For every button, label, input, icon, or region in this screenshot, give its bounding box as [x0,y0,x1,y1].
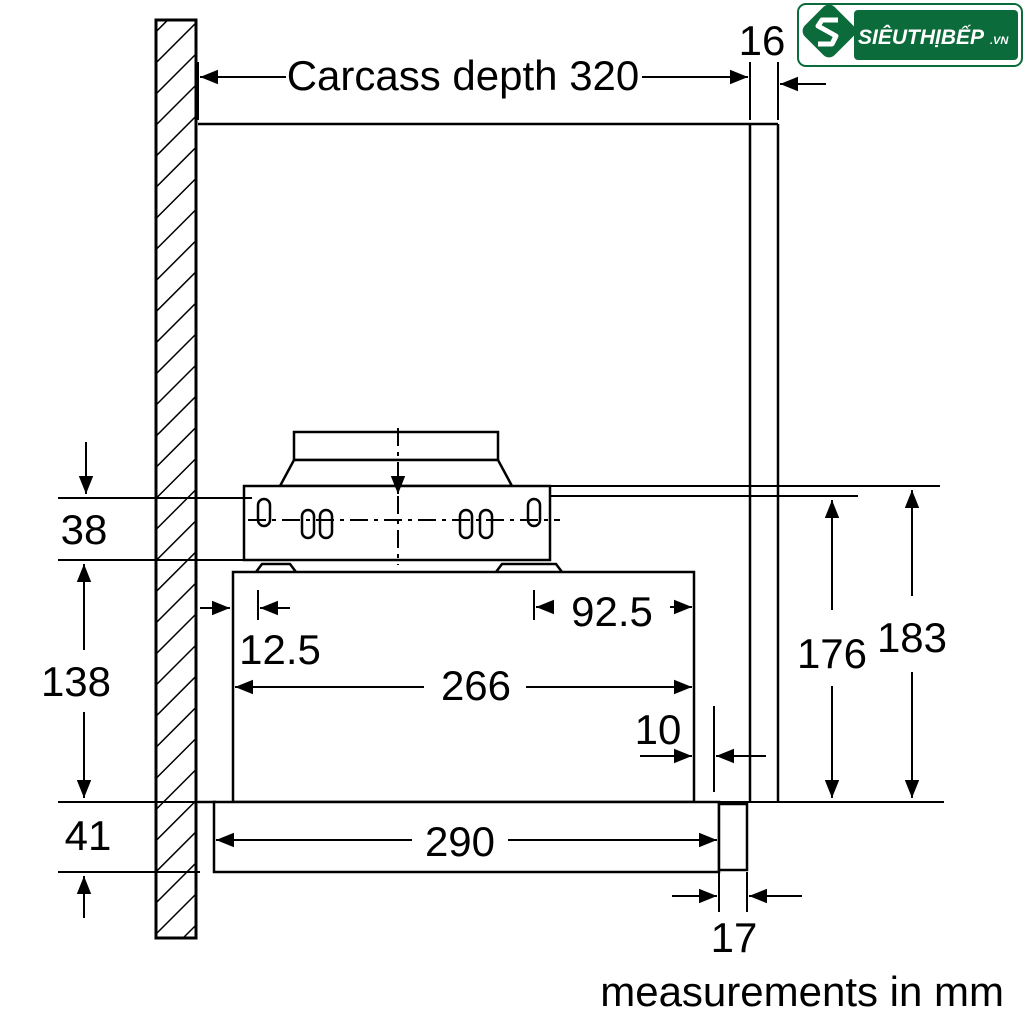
label-carcass-depth: Carcass depth 320 [287,52,640,99]
label-183: 183 [877,614,947,661]
label-41: 41 [65,812,112,859]
label-138: 138 [41,658,111,705]
center-lines [248,428,560,565]
label-17: 17 [711,914,758,961]
label-16: 16 [739,17,786,64]
dim-16 [777,62,826,120]
label-12-5: 12.5 [239,626,321,673]
logo-mark-icon [802,4,856,58]
wall-hatched [154,18,198,940]
logo-brand-text: SIÊUTHỊBẾP [858,25,985,49]
cabinet-carcass [198,122,780,804]
dim-10 [640,706,766,792]
label-290: 290 [425,818,495,865]
dim-carcass-depth [197,62,751,120]
dim-17 [672,872,802,912]
brand-logo: SIÊUTHỊBẾP .VN [797,3,1023,67]
label-92-5: 92.5 [571,588,653,635]
pull-out-visor [212,800,749,874]
reference-lines [58,485,944,873]
dim-12-5 [200,590,290,620]
label-10: 10 [635,706,682,753]
dim-92-5 [533,590,692,620]
units-note: measurements in mm [600,968,1004,1015]
logo-suffix-text: .VN [990,35,1009,47]
mounting-holes [256,497,542,540]
label-266: 266 [441,662,511,709]
label-176: 176 [797,630,867,677]
label-38: 38 [61,506,108,553]
